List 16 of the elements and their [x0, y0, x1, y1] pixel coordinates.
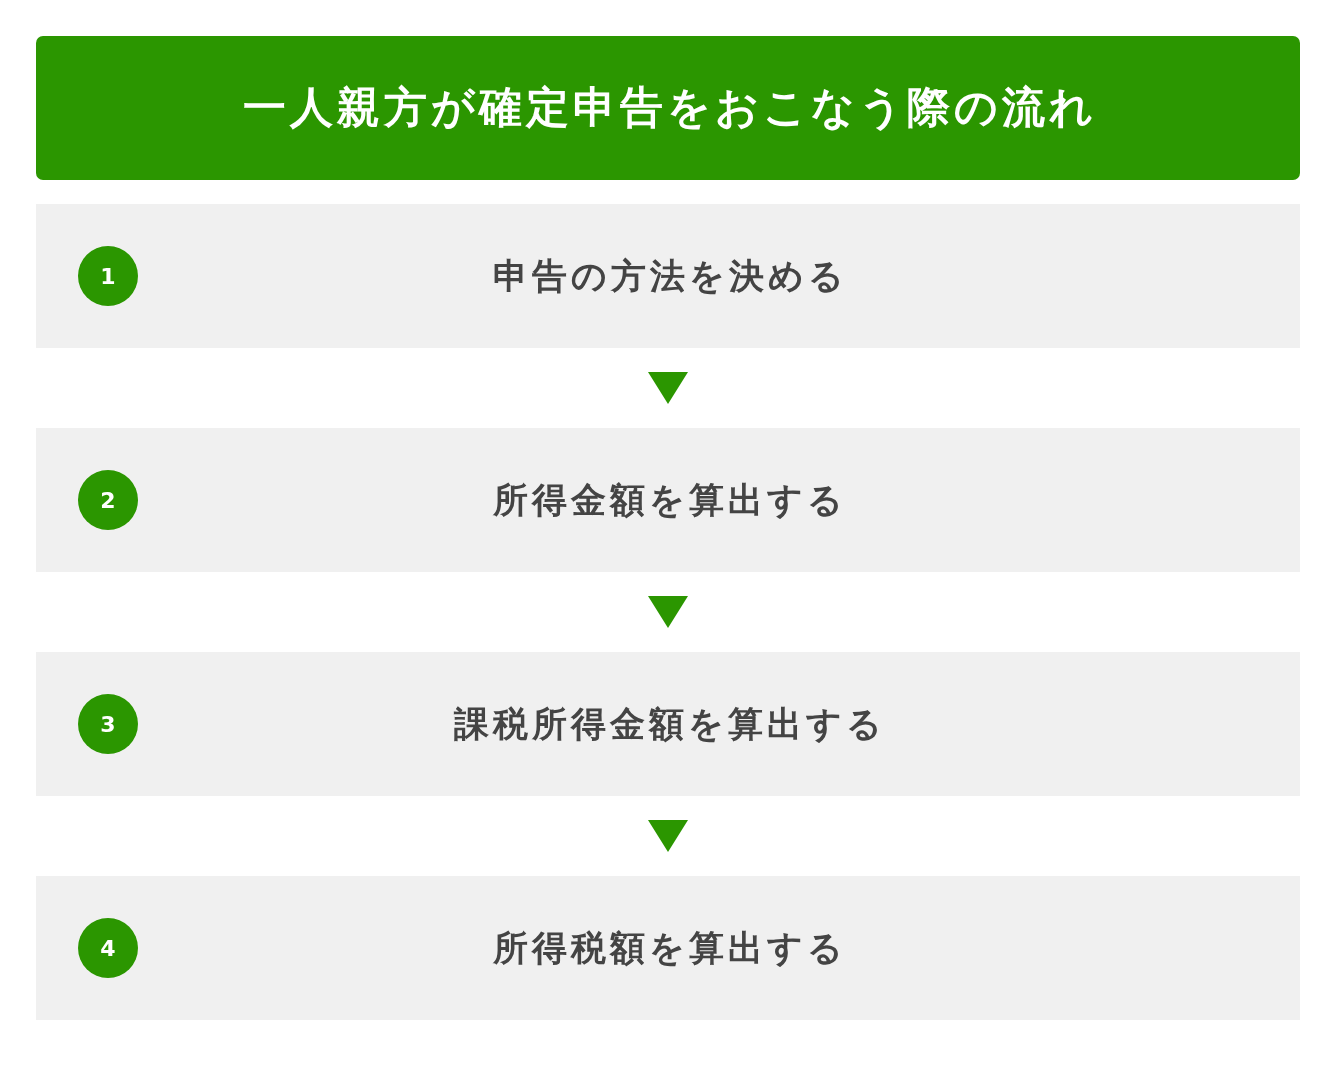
down-arrow — [648, 820, 688, 852]
step-number-circle: 4 — [78, 918, 138, 978]
step-text: 申告の方法を決める — [491, 254, 848, 298]
title-banner: 一人親方が確定申告をおこなう際の流れ — [36, 36, 1300, 180]
step-band — [36, 876, 1300, 1020]
down-arrow — [648, 372, 688, 404]
step-text: 課税所得金額を算出する — [453, 702, 886, 746]
step-band — [36, 204, 1300, 348]
step-band — [36, 652, 1300, 796]
step-text: 所得税額を算出する — [492, 926, 847, 970]
step-number-circle: 2 — [78, 470, 138, 530]
step-number-circle: 1 — [78, 246, 138, 306]
down-arrow — [648, 596, 688, 628]
step-band — [36, 428, 1300, 572]
step-text: 所得金額を算出する — [492, 478, 847, 522]
step-number-circle: 3 — [78, 694, 138, 754]
